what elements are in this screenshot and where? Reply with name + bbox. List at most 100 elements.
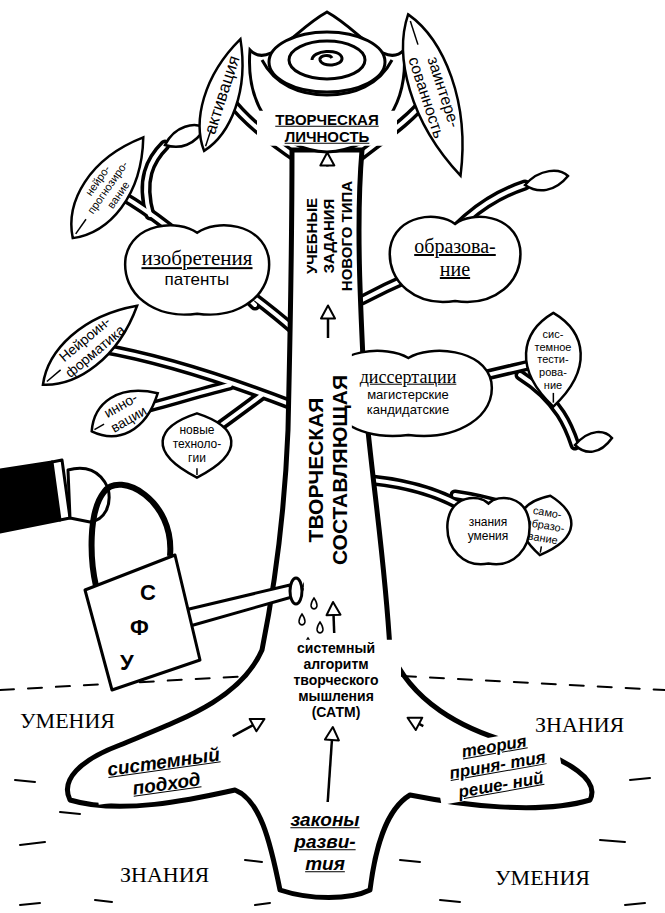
text-block: новые техноло- гии <box>166 424 228 465</box>
small-leaf <box>575 432 612 452</box>
region-label: УМЕНИЯ <box>20 708 115 733</box>
trunk-label-box: системный подход <box>89 738 241 808</box>
arrow-line <box>327 319 330 339</box>
text-block: УЧЕБНЫЕ ЗАДАНИЯ НОВОГО ТИПА <box>302 174 354 299</box>
node-text: системный алгоритм творческого мышления … <box>271 640 401 720</box>
apple-node: знания умения <box>445 491 532 569</box>
leaf-vein <box>410 21 418 45</box>
leaf-vein <box>47 370 61 382</box>
text-block: ТВОРЧЕСКАЯ СОСТАВЛЯЮЩАЯ <box>304 345 352 595</box>
apple-node: образова- ние <box>386 208 524 308</box>
rose <box>250 12 405 152</box>
text-block: законы разви- тия <box>283 809 368 875</box>
can-spout <box>185 585 292 626</box>
can-letter: У <box>120 650 134 675</box>
arrow-head <box>325 727 339 740</box>
trunk-label-box: ТВОРЧЕСКАЯ СОСТАВЛЯЮЩАЯ <box>301 342 355 598</box>
text-block: системный алгоритм творческого мышления … <box>271 640 401 720</box>
leaf-shape <box>526 313 581 407</box>
flow-arrow <box>320 152 334 166</box>
text-block: сис- темное тести- рова- ние <box>529 328 577 391</box>
leaf-vein <box>76 219 86 234</box>
node-text: ТВОРЧЕСКАЯ ЛИЧНОСТЬ <box>257 111 397 146</box>
leaf-shape <box>82 376 167 448</box>
leaf-shape <box>188 34 256 156</box>
flow-arrow <box>233 719 265 736</box>
text-block: Нейроин- форматика <box>47 305 133 384</box>
trunk-label-box: законы разви- тия <box>280 806 371 878</box>
apple-shape <box>125 225 269 314</box>
rose-petal <box>269 32 385 92</box>
leaf-shape <box>30 291 149 400</box>
spout-head <box>290 578 302 604</box>
arrow-head <box>327 602 341 615</box>
drop <box>311 598 317 609</box>
arrow-line <box>328 740 332 802</box>
text-block: системный подход <box>93 742 238 805</box>
text-block: диссертациимагистерские кандидатские <box>343 367 473 418</box>
text-block: изобретенияпатенты <box>141 246 252 290</box>
leaf-node: сис- темное тести- рова- ние <box>512 311 595 409</box>
node-text: системный подход <box>93 742 238 805</box>
node-text: магистерские кандидатские <box>343 387 473 417</box>
arrow-head <box>250 719 265 731</box>
rose-petal-line <box>262 60 392 95</box>
leaf-vein <box>552 393 554 403</box>
can-letter: С <box>140 580 156 605</box>
flow-arrow <box>408 718 424 730</box>
node-text: изобретения <box>141 246 252 270</box>
flow-arrow <box>325 727 339 802</box>
can-body <box>85 555 200 690</box>
region-label: ЗНАНИЯ <box>120 862 209 887</box>
node-text: теория приня- тия реше- ний <box>430 725 563 804</box>
text-block: ТВОРЧЕСКАЯ ЛИЧНОСТЬ <box>257 111 397 146</box>
text-block: образова- ние <box>405 235 505 281</box>
leaf-node: инно- вации <box>76 367 174 457</box>
text-block: знания умения <box>458 516 518 544</box>
trunk-label-box: УЧЕБНЫЕ ЗАДАНИЯ НОВОГО ТИПА <box>299 171 357 302</box>
can-letter: Ф <box>130 615 149 640</box>
leaf-vein <box>95 424 105 430</box>
node-text: УЧЕБНЫЕ ЗАДАНИЯ НОВОГО ТИПА <box>302 174 354 299</box>
rose-spiral <box>312 51 342 65</box>
node-text: заинтере- сованность <box>398 32 470 157</box>
arrow-line <box>233 725 253 736</box>
node-text: патенты <box>141 270 252 290</box>
node-text: ТВОРЧЕСКАЯ СОСТАВЛЯЮЩАЯ <box>304 345 352 595</box>
node-text: Нейроин- форматика <box>47 305 133 384</box>
region-label: ЗНАНИЯ <box>535 712 624 737</box>
flow-arrow <box>321 306 335 339</box>
node-text: диссертации <box>343 367 473 388</box>
apple-shape <box>447 498 529 564</box>
node-text: знания умения <box>458 516 518 544</box>
leaf-node: новые техноло- гии <box>145 412 249 479</box>
rose-petal <box>289 41 365 79</box>
node-text: образова- ние <box>405 235 505 281</box>
arrow-head <box>320 152 334 165</box>
trunk-label-box: ТВОРЧЕСКАЯ ЛИЧНОСТЬ <box>254 108 400 149</box>
region-label: УМЕНИЯ <box>495 865 590 890</box>
leaf-vein <box>196 468 198 475</box>
leaf-node: активация <box>179 29 264 161</box>
text-block: теория приня- тия реше- ний <box>430 725 563 804</box>
drop <box>317 622 323 633</box>
trunk-label-box: системный алгоритм творческого мышления … <box>268 637 404 723</box>
node-text: новые техноло- гии <box>166 424 228 465</box>
arrow-head <box>321 306 335 319</box>
rose-cup <box>250 12 405 152</box>
leaf-node: заинтере- сованность <box>375 1 492 189</box>
apple-shape <box>390 217 521 302</box>
node-text: законы разви- тия <box>283 809 368 875</box>
arrow-line <box>332 615 335 633</box>
apple-node: изобретенияпатенты <box>121 216 273 321</box>
ground-line <box>402 676 665 690</box>
drop <box>299 614 305 625</box>
text-block: заинтере- сованность <box>398 32 470 157</box>
small-leaf <box>525 171 568 191</box>
watering-hand <box>0 460 302 690</box>
leaf-shape <box>163 413 232 477</box>
leaf-shape <box>387 8 481 183</box>
leaf-vein <box>540 546 541 552</box>
